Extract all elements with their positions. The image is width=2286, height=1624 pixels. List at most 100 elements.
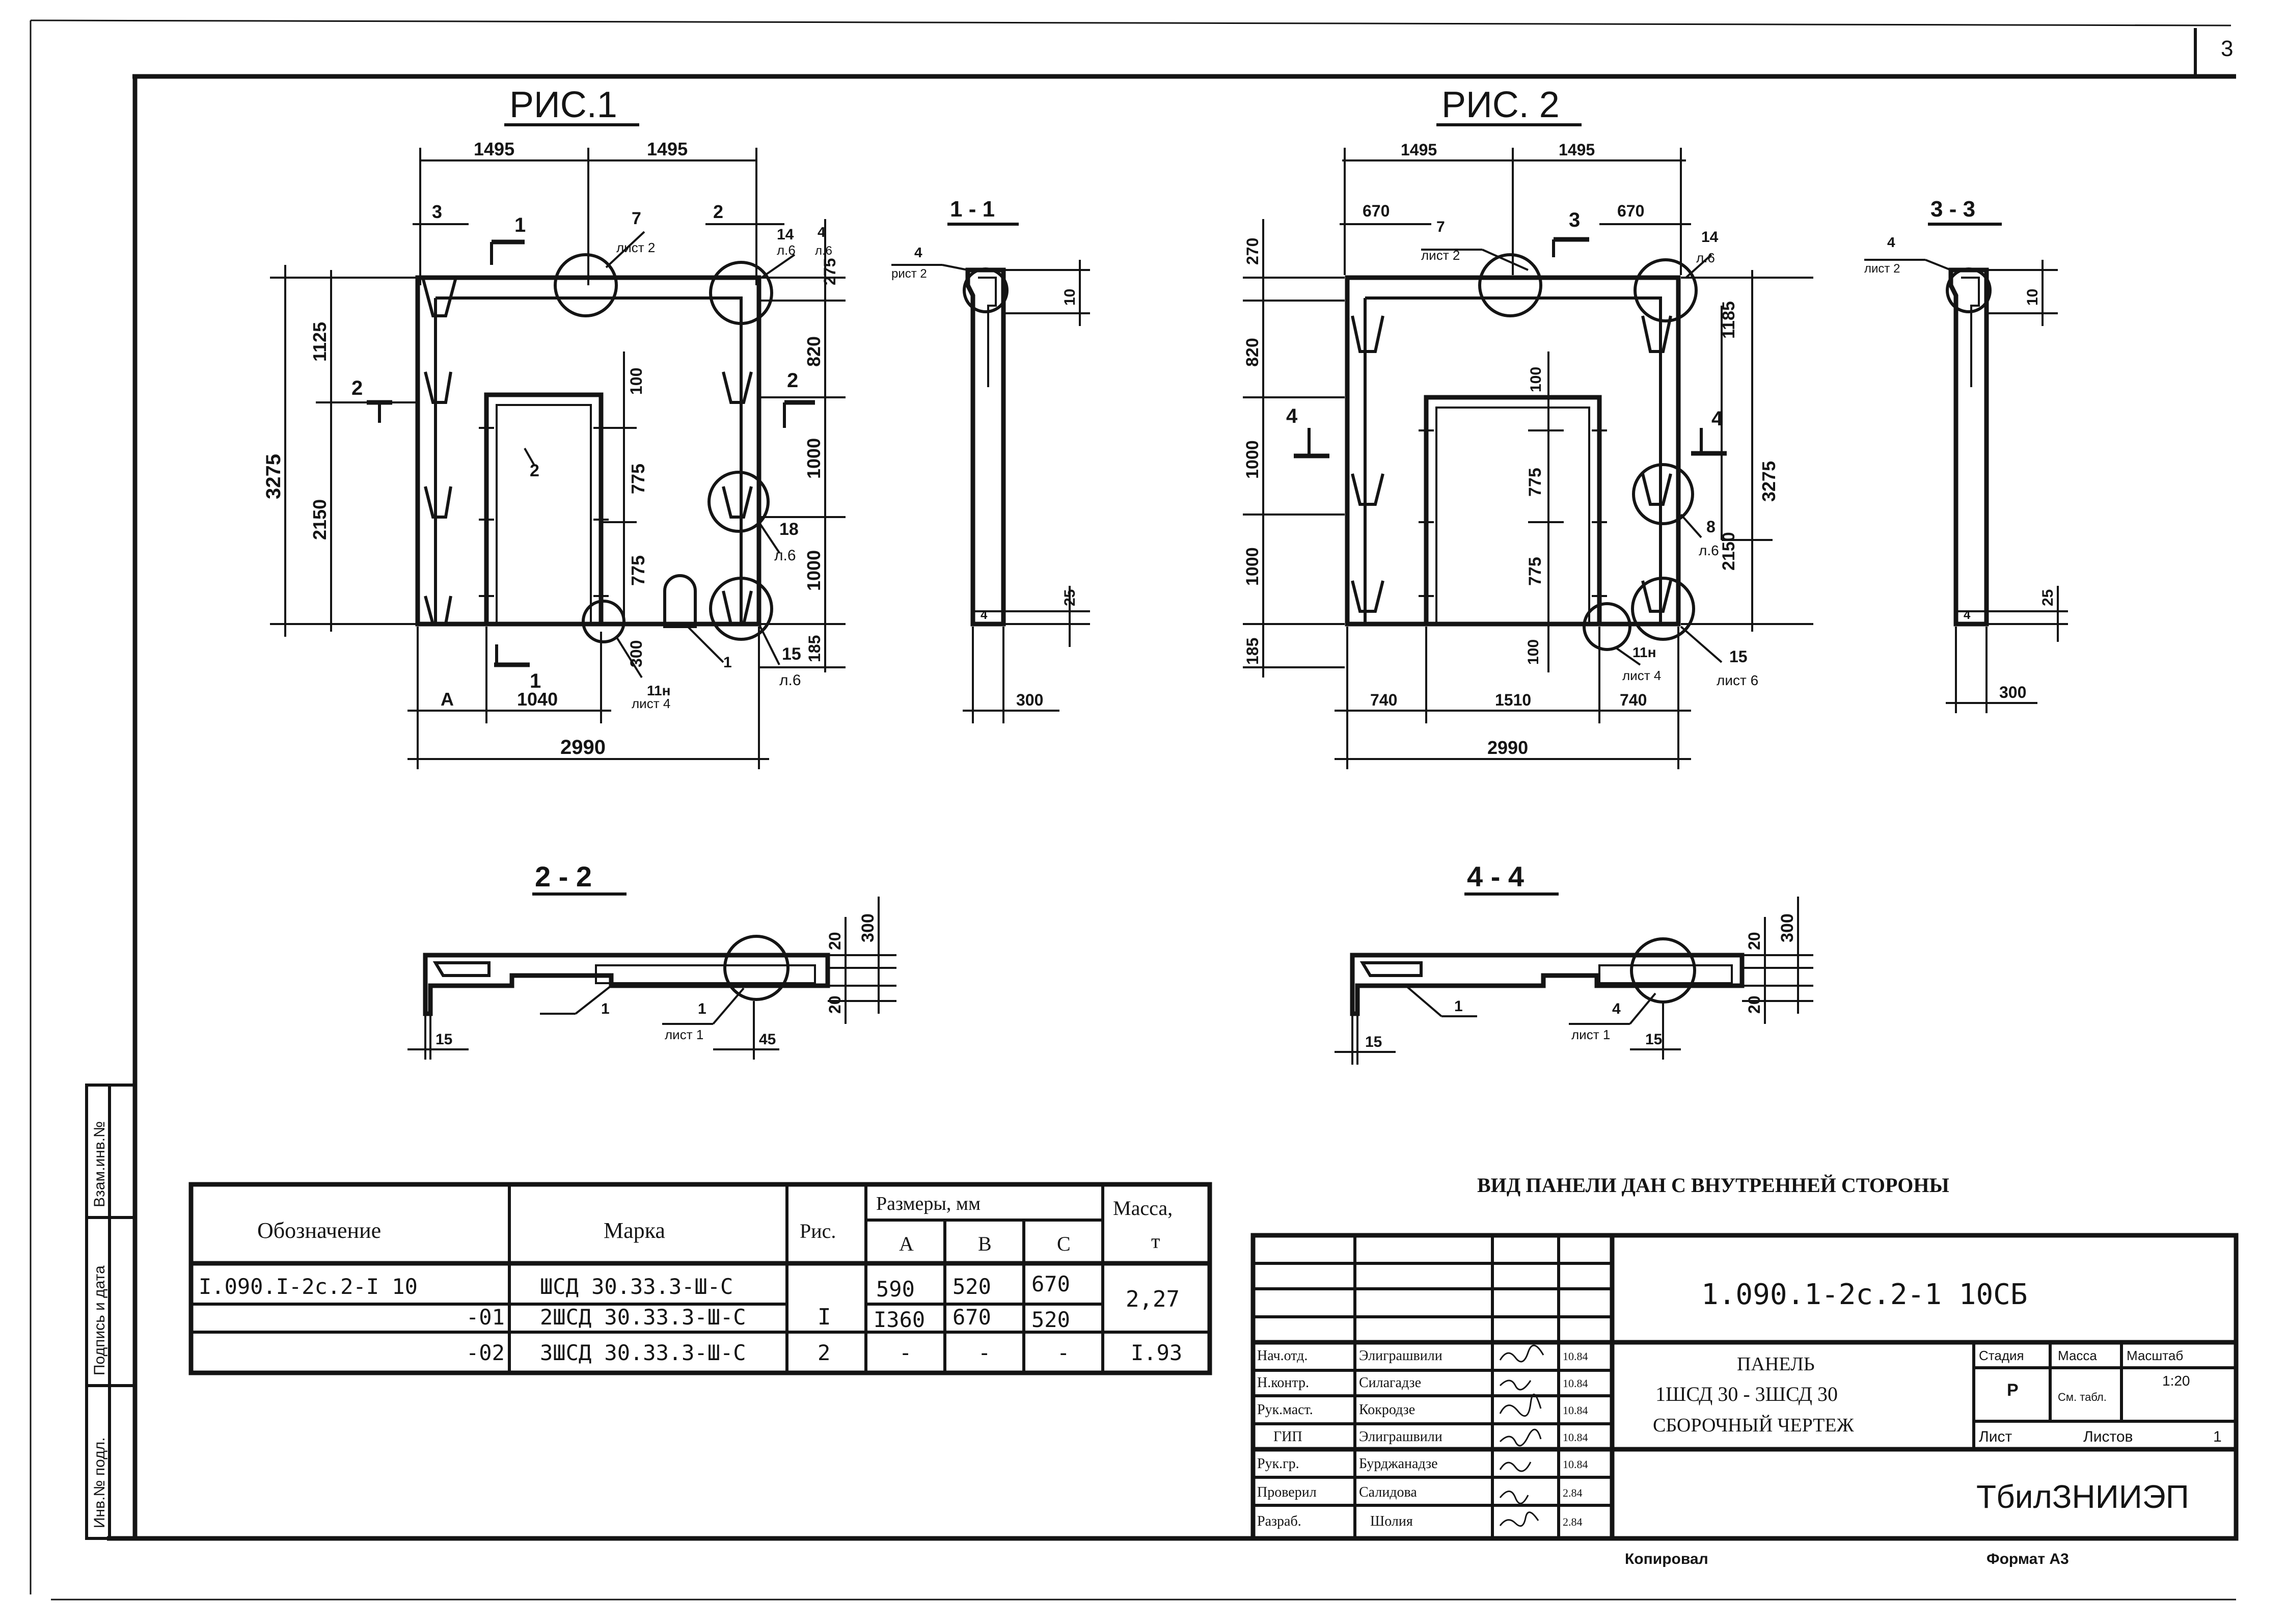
- spec-row-3-mass: I.93: [1131, 1340, 1182, 1365]
- staff-4-name: Элиграшвили: [1359, 1429, 1443, 1445]
- spec-row-2-mark: 2ШСД 30.33.3-Ш-С: [540, 1305, 746, 1330]
- sec33-dim-4: 4: [1964, 608, 1971, 622]
- fig2-section-4a: 4: [1286, 405, 1298, 427]
- staff-5-role: Рук.гр.: [1257, 1456, 1299, 1472]
- spec-row-2-b: 670: [953, 1305, 991, 1330]
- sec44-dim-20b: 20: [1745, 995, 1763, 1014]
- spec-row-3-b: -: [978, 1340, 991, 1365]
- fig2-dim-775a: 775: [1526, 468, 1545, 497]
- spec-row-3-fig: 2: [818, 1340, 830, 1365]
- sec44-dim-15b: 15: [1645, 1031, 1662, 1048]
- side-stamp-sign-date: Подпись и дата: [91, 1265, 108, 1375]
- sec44-dim-300: 300: [1778, 913, 1797, 942]
- fig2-drawing: РИС. 2 1495 1495 670 670 7: [1243, 85, 1813, 769]
- fig1-dim-6: л.6: [815, 244, 832, 258]
- section-1-1: 1 - 1 4 рист 2 10 25 4 300: [891, 197, 1090, 723]
- staff-rows: Нач.отд. Элиграшвили 10.84 Н.контр. Сила…: [1257, 1348, 1588, 1529]
- sec11-dim-25: 25: [1062, 589, 1078, 606]
- fig1-callout-14-sheet: л.6: [777, 242, 796, 258]
- spec-header-a: А: [899, 1232, 914, 1255]
- fig1-dim-1000a: 1000: [803, 438, 824, 479]
- fig1-dim-1495b: 1495: [647, 139, 688, 159]
- spec-header-mass: Масса,: [1113, 1197, 1173, 1220]
- title-stage-header: Стадия: [1979, 1348, 2024, 1363]
- sec33-callout-4: 4: [1887, 234, 1895, 250]
- fig2-dim-1185: 1185: [1719, 301, 1738, 339]
- fig2-dim-270: 270: [1243, 238, 1262, 265]
- title-name-line3: СБОРОЧНЫЙ ЧЕРТЕЖ: [1653, 1415, 1855, 1436]
- staff-4-date: 10.84: [1563, 1431, 1588, 1444]
- spec-header-sizes: Размеры, мм: [876, 1193, 981, 1214]
- sec22-callout-1b: 1: [698, 1000, 706, 1017]
- sec44-title: 4 - 4: [1467, 860, 1524, 892]
- spec-table: Обозначение Марка Рис. Размеры, мм А В С…: [188, 1182, 1212, 1375]
- title-mass-header: Масса: [2058, 1348, 2097, 1363]
- fig1-section-2a: 2: [351, 377, 363, 399]
- title-block: 1.090.1-2с.2-1 10СБ ПАНЕЛЬ 1ШСД 30 - 3ШС…: [1250, 1233, 2239, 1541]
- sec11-dim-4: 4: [981, 608, 988, 622]
- fig1-section-1a: 1: [514, 214, 526, 236]
- title-scale-header: Масштаб: [2127, 1348, 2183, 1363]
- sec33-title: 3 - 3: [1930, 197, 1975, 222]
- staff-6-name: Салидова: [1359, 1484, 1417, 1500]
- spec-row-3-a: -: [899, 1340, 912, 1365]
- fig2-dim-1000b: 1000: [1243, 547, 1262, 586]
- sec33-dim-10: 10: [2024, 289, 2041, 306]
- spec-header-c: С: [1057, 1232, 1071, 1255]
- sec44-callout-1: 1: [1454, 998, 1463, 1015]
- fig1-dim-775a: 775: [628, 464, 648, 494]
- fig1-dim-2: 2: [713, 201, 723, 222]
- fig1-callout-18: 18: [779, 520, 799, 539]
- fig2-callout-7-sheet: лист 2: [1421, 248, 1460, 263]
- fig2-callout-15-sheet: лист 6: [1717, 672, 1758, 688]
- copied-by-label: Копировал: [1625, 1551, 1708, 1567]
- fig2-callout-7: 7: [1436, 219, 1445, 235]
- section-2-2: 2 - 2 20 20 300 15 45 1 1 лист 1: [407, 860, 896, 1060]
- title-name-line2: 1ШСД 30 - 3ШСД 30: [1655, 1383, 1838, 1405]
- sec44-callout-4-sheet: лист 1: [1571, 1027, 1610, 1042]
- fig1-callout-11-sheet: лист 4: [632, 696, 670, 711]
- sec22-callout-1-sheet: лист 1: [665, 1027, 703, 1042]
- title-name-line1: ПАНЕЛЬ: [1737, 1354, 1815, 1375]
- spec-row-2-c: 520: [1031, 1307, 1070, 1332]
- staff-7-role: Разраб.: [1257, 1513, 1301, 1529]
- spec-row-1-c: 670: [1031, 1271, 1070, 1296]
- sec44-callout-4: 4: [1612, 1000, 1621, 1017]
- staff-6-role: Проверил: [1257, 1484, 1317, 1500]
- fig1-callout-2: 2: [530, 461, 539, 480]
- fig2-section-4b: 4: [1711, 408, 1723, 430]
- fig1-dim-2990: 2990: [560, 736, 606, 759]
- spec-row-2-a: I360: [874, 1307, 925, 1332]
- staff-1-name: Элиграшвили: [1359, 1348, 1443, 1364]
- fig2-dim-1495a: 1495: [1401, 141, 1437, 159]
- section-4-4: 4 - 4 20 20 300 15 15 1 4 лист 1: [1335, 860, 1813, 1065]
- fig2-dim-2150: 2150: [1719, 532, 1738, 571]
- fig2-dim-3275: 3275: [1758, 461, 1779, 502]
- spec-row-1-designation: I.090.I-2с.2-I 10: [199, 1274, 418, 1299]
- fig2-dim-740b: 740: [1620, 691, 1647, 709]
- fig2-dim-670a: 670: [1363, 202, 1390, 220]
- fig2-dim-1510: 1510: [1495, 691, 1531, 709]
- title-stage: Р: [2007, 1381, 2019, 1400]
- format-label: Формат А3: [1986, 1551, 2069, 1567]
- fig2-dim-100: 100: [1528, 367, 1544, 392]
- staff-6-date: 2.84: [1563, 1486, 1583, 1499]
- fig1-dim-4: 4: [818, 224, 826, 240]
- fig1-callout-11: 11н: [647, 683, 671, 698]
- fig2-dim-2990: 2990: [1487, 737, 1528, 758]
- spec-header-fig: Рис.: [800, 1220, 836, 1242]
- fig2-dim-670b: 670: [1617, 202, 1644, 220]
- signatures: [1499, 1344, 1544, 1527]
- page-number: 3: [2221, 36, 2233, 61]
- sec11-callout-4-sheet: рист 2: [891, 267, 927, 281]
- side-stamp: Взам.инв.№ Подпись и дата Инв.№ подл.: [85, 1084, 137, 1540]
- fig2-dim-820: 820: [1243, 338, 1262, 367]
- staff-3-name: Кокродзе: [1359, 1402, 1415, 1418]
- fig1-callout-15-sheet: л.6: [779, 672, 801, 689]
- sec33-dim-25: 25: [2039, 589, 2056, 606]
- fig1-dim-300: 300: [627, 640, 645, 667]
- fig1-dim-1125: 1125: [309, 322, 330, 362]
- spec-row-1-mark: ШСД 30.33.3-Ш-С: [540, 1274, 733, 1299]
- fig1-drawing: РИС.1 1495 1495 3 2: [262, 85, 846, 769]
